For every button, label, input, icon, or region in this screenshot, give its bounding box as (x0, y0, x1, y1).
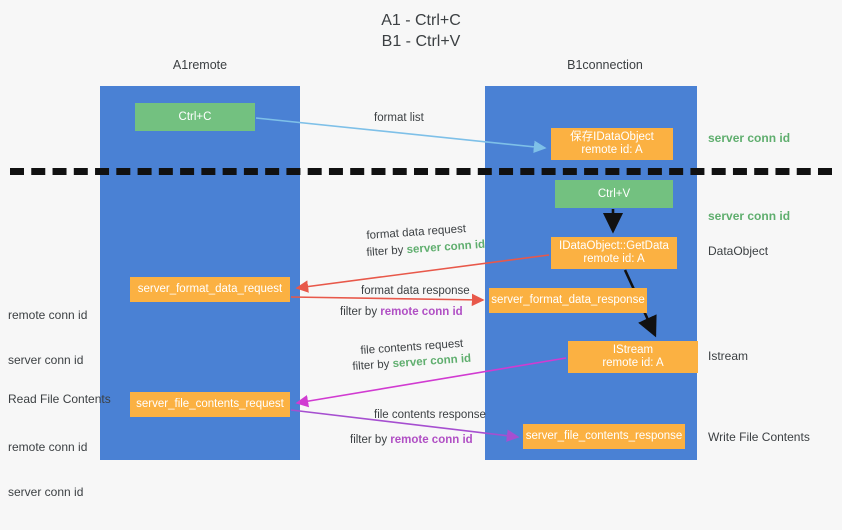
node-getdata-line1: IDataObject::GetData (559, 240, 669, 252)
annotation-server-conn-id-mid: server conn id (708, 209, 791, 223)
filter-prefix: filter by (366, 244, 408, 259)
annotation-write-file-contents: Write File Contents (708, 430, 810, 444)
node-istream-line2: remote id: A (602, 357, 664, 369)
node-ctrl-v-label: Ctrl+V (597, 187, 631, 200)
node-server-format-data-request-label: server_format_data_request (137, 283, 283, 295)
filter-prefix: filter by (340, 306, 381, 318)
node-server-file-contents-request[interactable]: server_file_contents_request (130, 392, 290, 417)
lane-b1-title: B1 (567, 58, 583, 72)
lane-a1-subtitle: remote (188, 58, 228, 72)
annotation-remote-conn-id-1: remote conn id (8, 308, 88, 322)
diagram-canvas: A1 - Ctrl+C B1 - Ctrl+V A1remote B1conne… (8, 12, 832, 499)
node-getdata-line2: remote id: A (583, 253, 645, 265)
annotation-server-conn-id-top: server conn id (708, 131, 791, 145)
filter-prefix: filter by (350, 434, 391, 446)
edge-label-file-contents-response: file contents response (374, 409, 486, 421)
annotation-left-conn-ids-bottom: remote conn id server conn id (8, 410, 87, 530)
edge-label-format-list: format list (374, 112, 424, 124)
annotation-read-file-contents: Read File Contents (8, 392, 111, 406)
edge-label-format-data-response-filter: filter by remote conn id (340, 305, 463, 320)
filter-value-server-conn-id: server conn id (406, 238, 486, 257)
filter-value-remote-conn-id: remote conn id (380, 306, 463, 318)
node-server-format-data-response-label: server_format_data_response (491, 294, 645, 306)
lane-b1-subtitle: connection (582, 58, 643, 72)
annotation-istream: Istream (708, 349, 749, 363)
lane-header-a1: A1remote (120, 58, 280, 72)
node-save-idataobject[interactable]: 保存IDataObject remote id: A (551, 128, 673, 160)
node-istream[interactable]: IStream remote id: A (568, 341, 698, 373)
node-server-file-contents-response[interactable]: server_file_contents_response (523, 424, 685, 449)
lane-header-b1: B1connection (525, 58, 685, 72)
node-save-idataobject-line1: 保存IDataObject (570, 131, 654, 143)
edge-label-format-data-response: format data response (361, 285, 470, 297)
node-idataobject-getdata[interactable]: IDataObject::GetData remote id: A (551, 237, 677, 269)
filter-prefix: filter by (352, 358, 394, 373)
filter-value-server-conn-id: server conn id (392, 352, 472, 371)
node-server-format-data-request[interactable]: server_format_data_request (130, 277, 290, 302)
node-server-format-data-response[interactable]: server_format_data_response (489, 288, 647, 313)
edge-label-file-contents-response-filter: filter by remote conn id (350, 433, 473, 448)
phase-separator (10, 168, 832, 175)
page-title: A1 - Ctrl+C B1 - Ctrl+V (381, 12, 461, 50)
node-ctrl-v[interactable]: Ctrl+V (555, 180, 673, 208)
annotation-left-conn-ids-top: remote conn id server conn id (8, 278, 87, 398)
node-server-file-contents-response-label: server_file_contents_response (525, 430, 683, 442)
node-ctrl-c[interactable]: Ctrl+C (135, 103, 255, 131)
node-istream-line1: IStream (612, 344, 654, 356)
annotation-server-conn-id-left-1: server conn id (8, 353, 84, 367)
node-ctrl-c-label: Ctrl+C (178, 110, 212, 123)
node-save-idataobject-line2: remote id: A (581, 144, 643, 156)
annotation-server-conn-id-left-2: server conn id (8, 485, 84, 499)
annotation-dataobject: DataObject (708, 244, 769, 258)
annotation-remote-conn-id-2: remote conn id (8, 440, 88, 454)
node-server-file-contents-request-label: server_file_contents_request (136, 398, 284, 410)
lane-a1-title: A1 (172, 58, 189, 72)
filter-value-remote-conn-id: remote conn id (390, 434, 473, 446)
